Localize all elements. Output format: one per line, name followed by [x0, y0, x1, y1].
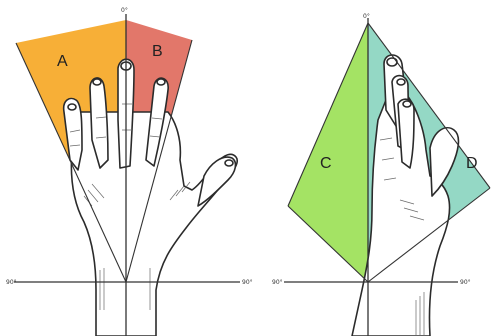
right-figure: C D 0° 90° 90°: [272, 13, 490, 336]
region-b-label: B: [152, 43, 163, 60]
region-c-wedge: [288, 23, 368, 282]
region-d-label: D: [466, 155, 478, 172]
region-c-label: C: [320, 155, 332, 172]
left-angle-label-right: 90°: [272, 279, 283, 286]
left-angle-label-left: 90°: [6, 279, 17, 286]
region-a-label: A: [57, 53, 68, 70]
right-angle-label-right: 90°: [460, 279, 471, 286]
top-angle-label-right: 0°: [363, 13, 370, 20]
left-figure: A B 0° 90° 90°: [6, 7, 253, 336]
top-angle-label-left: 0°: [121, 7, 128, 14]
right-angle-label-left: 90°: [242, 279, 253, 286]
